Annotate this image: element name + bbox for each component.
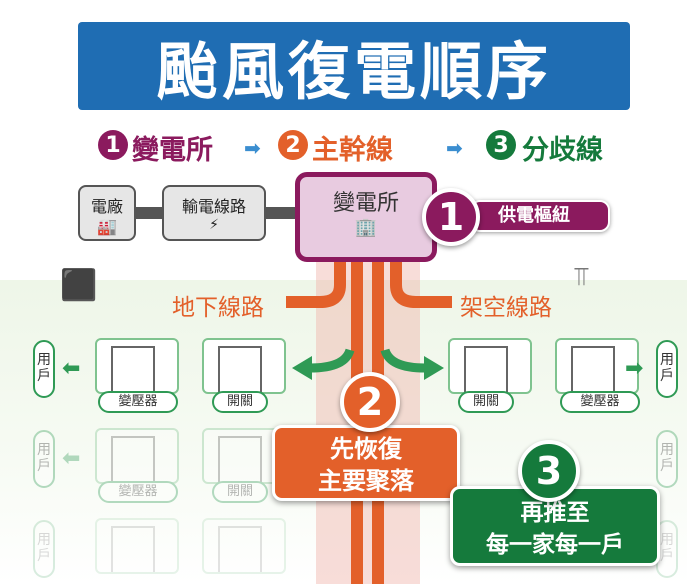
transformer-label: 變壓器	[560, 391, 640, 413]
switch-device	[202, 518, 286, 574]
branch-arrow-left	[309, 348, 355, 373]
restore-every-home-line1: 再推至	[520, 500, 590, 526]
overhead-line-label: 架空線路	[460, 295, 552, 321]
badge-3-icon: 3	[518, 440, 580, 502]
step-1-icon: 1	[98, 130, 128, 160]
restore-main-line2: 主要聚落	[318, 467, 414, 495]
page-title: 颱風復電順序	[78, 22, 630, 110]
arrow-right-icon: ➡	[244, 136, 261, 160]
customer-left: 用戶	[33, 340, 55, 398]
transformer-device	[95, 518, 179, 574]
arrow-right-icon: ➡	[446, 136, 463, 160]
underground-line-label: 地下線路	[172, 295, 264, 321]
substation-box: 變電所 🏢	[295, 172, 437, 262]
badge-1-icon: 1	[422, 188, 480, 246]
restore-main-box: 先恢復 主要聚落	[272, 425, 460, 501]
arrow-left-icon: ⬅	[62, 356, 81, 381]
restore-every-home-line2: 每一家每一戶	[486, 532, 624, 558]
connector	[264, 207, 298, 219]
switch-label: 開關	[212, 481, 268, 503]
transformer-label: 變壓器	[98, 391, 178, 413]
restore-every-home-box: 再推至 每一家每一戶	[450, 486, 660, 566]
transformer-device	[95, 428, 179, 484]
utility-pole-icon: ⫪	[574, 262, 589, 292]
power-plant-label: 電廠	[90, 197, 123, 216]
switch-device	[202, 338, 286, 394]
switch-device	[448, 338, 532, 394]
step-3-icon: 3	[486, 130, 516, 160]
switch-label: 開關	[212, 391, 268, 413]
substation-icon: 🏢	[354, 217, 378, 238]
substation-label: 變電所	[332, 191, 399, 216]
arrow-left-icon: ⬅	[62, 446, 81, 471]
transmission-box: 輸電線路⚡	[162, 185, 266, 241]
restore-main-line1: 先恢復	[330, 435, 402, 463]
transmission-tower-icon: ⚡	[209, 217, 219, 233]
badge-2-icon: 2	[340, 372, 400, 432]
arrow-right-icon	[424, 356, 444, 380]
step-3-label: 分歧線	[522, 135, 603, 166]
power-plant-icon: 🏭	[97, 217, 117, 236]
step-1-label: 變電所	[132, 135, 213, 166]
transformer-label: 變壓器	[98, 481, 178, 503]
branch-arrow-right	[380, 348, 426, 373]
transformer-device	[555, 338, 639, 394]
transformer-device	[95, 338, 179, 394]
hub-label: 供電樞紐	[470, 200, 610, 232]
manhole-icon: ⬛	[60, 268, 98, 303]
overhead-line	[390, 250, 452, 308]
arrow-right-icon: ➡	[625, 356, 644, 381]
switch-label: 開關	[458, 391, 514, 413]
transmission-label: 輸電線路	[181, 197, 246, 216]
step-2-icon: 2	[278, 130, 308, 160]
step-2-label: 主幹線	[312, 135, 393, 166]
customer-right: 用戶	[656, 340, 678, 398]
customer-left: 用戶	[33, 520, 55, 578]
customer-left: 用戶	[33, 430, 55, 488]
arrow-left-icon	[292, 356, 312, 380]
underground-line	[286, 250, 346, 308]
power-plant-box: 電廠🏭	[78, 185, 136, 241]
connector	[134, 207, 164, 219]
customer-right: 用戶	[656, 430, 678, 488]
